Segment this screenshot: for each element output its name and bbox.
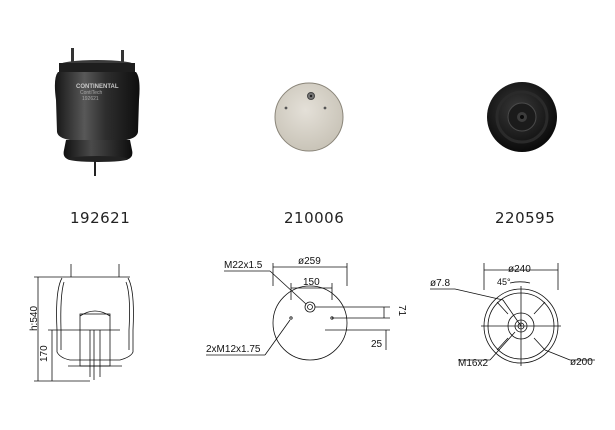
- part-code-3: 220595: [495, 209, 556, 227]
- piston: [63, 140, 133, 160]
- part-code-2: 210006: [284, 209, 345, 227]
- stud-right: [121, 50, 124, 62]
- piston-render: [487, 82, 557, 152]
- drawing-piston-bottom: [430, 263, 595, 366]
- dim-plate-diameter: ø259: [298, 256, 321, 267]
- dim-piston-diameter: ø240: [508, 264, 531, 275]
- bolt-hole-left: [284, 106, 288, 110]
- bellows-label-3: 192621: [82, 96, 99, 102]
- top-plate-rim: [59, 63, 135, 72]
- bellows-body: [54, 72, 140, 140]
- plate-render: [274, 82, 344, 152]
- dim-thread-top: M22x1.5: [224, 260, 263, 271]
- piston-center-hole: [520, 115, 524, 119]
- air-fitting: [94, 160, 96, 176]
- piston-base: [68, 156, 128, 162]
- air-port-hole: [309, 94, 313, 98]
- bellows-render: CONTINENTAL ContiTech 192621: [54, 48, 140, 176]
- dim-thread: M16x2: [458, 358, 488, 369]
- bolt-hole-right: [323, 106, 327, 110]
- dim-plate-width: 150: [303, 277, 320, 288]
- drawing-top-plate: [206, 263, 390, 361]
- dim-lower: 170: [39, 345, 50, 362]
- dim-offset-25: 25: [371, 339, 383, 350]
- piston-ring: [495, 90, 549, 144]
- drawing-side-section: [34, 264, 134, 382]
- bellows-label-2: ContiTech: [80, 90, 102, 96]
- dim-height: h:540: [29, 306, 40, 331]
- dim-hole: ø7.8: [430, 278, 450, 289]
- plate-disc: [274, 82, 344, 152]
- part-code-1: 192621: [70, 209, 131, 227]
- dim-offset-71: 71: [396, 305, 407, 317]
- dim-thread-bottom: 2xM12x1.75: [206, 344, 261, 355]
- bellows-label-1: CONTINENTAL: [76, 84, 119, 90]
- stud-left: [71, 48, 74, 62]
- dim-inner: ø200: [570, 357, 593, 368]
- dim-angle: 45°: [497, 277, 511, 287]
